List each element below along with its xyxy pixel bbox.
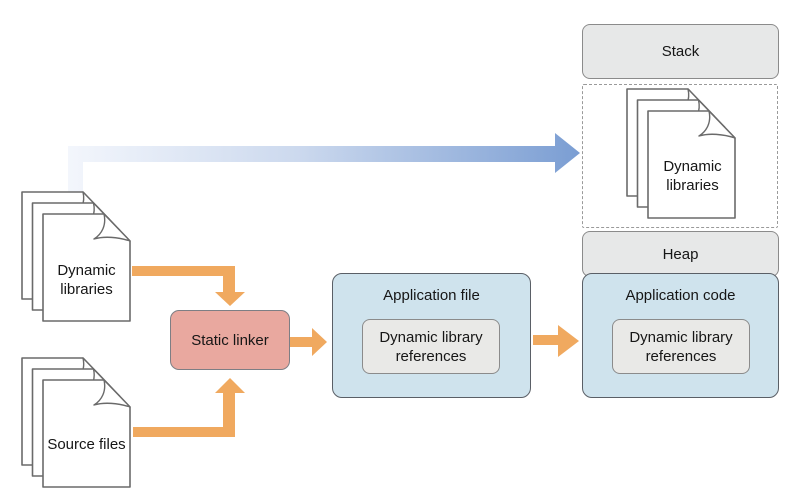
static-linker-box: Static linker bbox=[170, 310, 290, 370]
application-code-references-label: Dynamic library references bbox=[629, 328, 733, 365]
load-arrow bbox=[68, 133, 580, 195]
dynamic-libraries-label: Dynamic libraries bbox=[57, 262, 116, 298]
application-code-title: Application code bbox=[625, 287, 736, 304]
application-file-references-box: Dynamic library references bbox=[362, 319, 500, 374]
heap-label: Heap bbox=[662, 245, 699, 263]
loaded-libraries-region bbox=[582, 84, 778, 228]
application-file-references-label: Dynamic library references bbox=[379, 328, 483, 365]
application-code-references-box: Dynamic library references bbox=[612, 319, 750, 374]
arrow-dynamic-libraries-to-linker bbox=[132, 266, 245, 306]
stack-box: Stack bbox=[582, 24, 779, 79]
heap-box: Heap bbox=[582, 231, 779, 277]
loaded-libraries-label: Dynamic libraries bbox=[663, 158, 722, 194]
arrow-linker-to-application-file bbox=[290, 328, 327, 356]
source-files-label: Source files bbox=[47, 435, 126, 453]
stack-label: Stack bbox=[661, 43, 700, 60]
static-linker-label: Static linker bbox=[191, 331, 269, 349]
arrow-source-files-to-linker bbox=[133, 378, 245, 437]
application-file-title: Application file bbox=[383, 287, 480, 304]
arrow-application-file-to-application-code bbox=[533, 325, 579, 357]
